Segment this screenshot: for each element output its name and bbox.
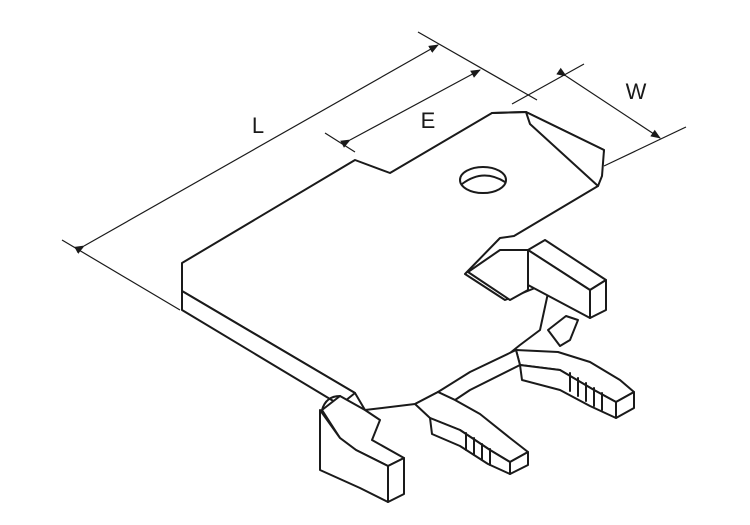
extension-line-e-left	[324, 132, 356, 153]
mounting-hole	[459, 166, 507, 194]
label-l: L	[252, 113, 264, 138]
dimension-l: L	[61, 31, 538, 311]
left-foot-side	[387, 457, 405, 503]
right-pin-end	[615, 391, 635, 419]
bent-strip	[547, 315, 579, 347]
plate-bevel-end	[525, 111, 605, 187]
dimension-line-e	[340, 69, 481, 148]
dimension-line-w	[556, 67, 661, 139]
extension-line-l-left	[61, 239, 181, 311]
plate-edge-top	[491, 111, 527, 114]
dimension-w: W	[511, 63, 687, 167]
right-pin-knurl	[569, 372, 603, 411]
label-e: E	[421, 108, 436, 133]
extension-line-w-bottom	[603, 126, 687, 167]
middle-pin-end	[509, 451, 529, 475]
middle-pin-knurl	[465, 432, 491, 466]
dimension-e: E	[324, 69, 481, 153]
extension-line-w-top	[511, 63, 585, 105]
terminal-part	[181, 111, 635, 503]
mounting-hole-inner	[461, 174, 506, 185]
left-foot-bend	[321, 395, 341, 411]
upper-tab-side	[589, 279, 607, 319]
extension-line-l-right	[417, 31, 538, 101]
label-w: W	[626, 79, 647, 104]
